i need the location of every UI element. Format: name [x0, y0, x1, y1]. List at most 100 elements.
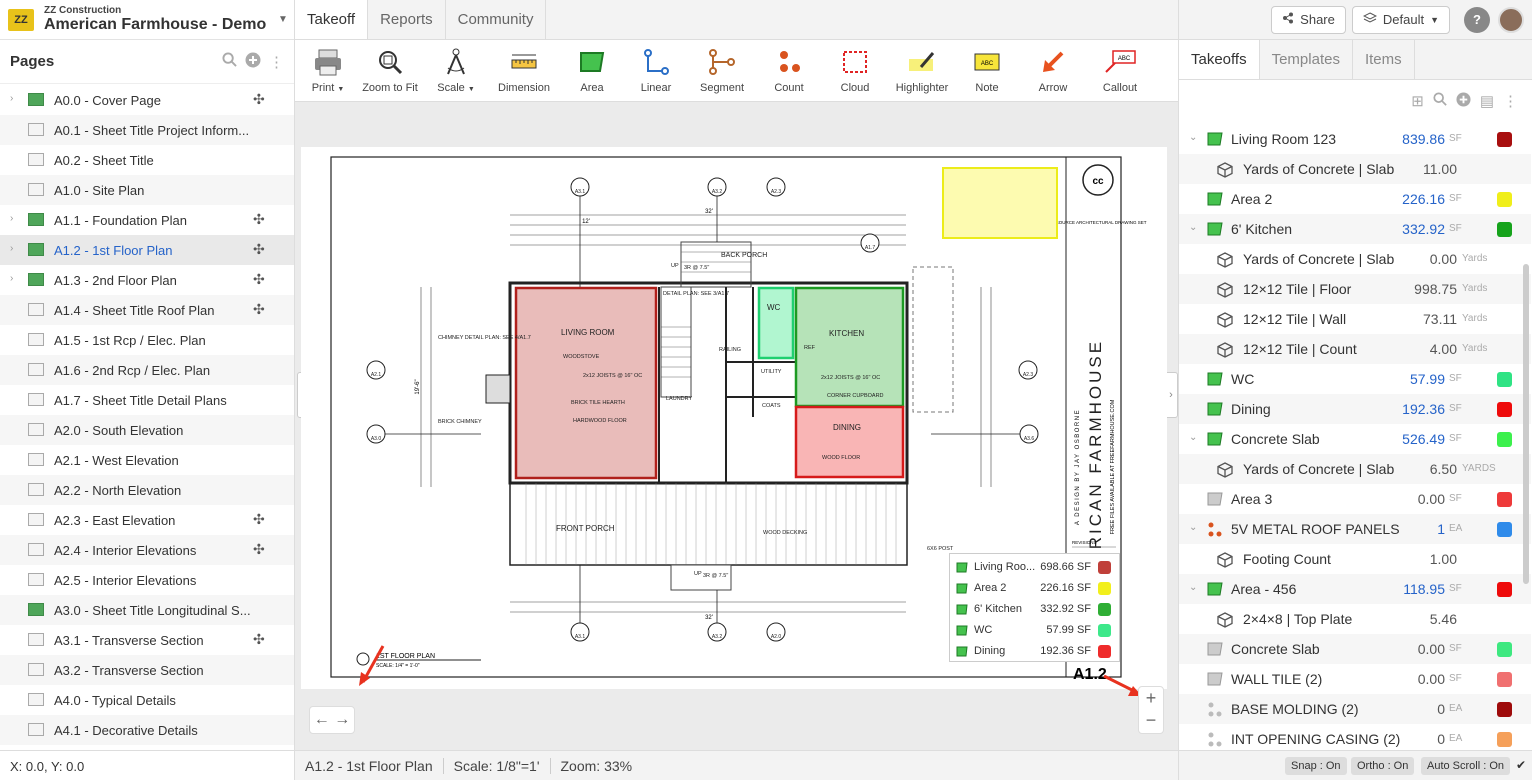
tab-takeoffs[interactable]: Takeoffs	[1179, 40, 1260, 79]
tool-segment[interactable]: Segment	[689, 46, 755, 94]
page-item[interactable]: A2.4 - Interior Elevations✣	[0, 535, 294, 565]
color-swatch[interactable]	[1497, 522, 1512, 537]
chevron-right-icon[interactable]: ›	[10, 93, 14, 104]
tool-print[interactable]: Print ▼	[295, 46, 361, 94]
tool-area[interactable]: Area	[559, 46, 625, 94]
move-icon[interactable]: ✣	[253, 541, 265, 557]
tool-scale[interactable]: Scale ▼	[423, 46, 489, 94]
tab-takeoff[interactable]: Takeoff	[295, 0, 369, 39]
color-swatch[interactable]	[1497, 642, 1512, 657]
ortho-toggle[interactable]: Ortho : On	[1351, 757, 1415, 775]
page-item[interactable]: ›A0.0 - Cover Page✣	[0, 85, 294, 115]
tool-cloud[interactable]: Cloud	[822, 46, 888, 94]
color-swatch[interactable]	[1497, 732, 1512, 747]
move-icon[interactable]: ✣	[253, 301, 265, 317]
tab-community[interactable]: Community	[446, 0, 547, 39]
project-dropdown-icon[interactable]: ▼	[278, 14, 288, 25]
color-swatch[interactable]	[1497, 132, 1512, 147]
tab-reports[interactable]: Reports	[368, 0, 446, 39]
dining-area[interactable]	[794, 405, 905, 479]
living-room-area[interactable]	[514, 286, 658, 480]
page-item[interactable]: A0.2 - Sheet Title	[0, 145, 294, 175]
next-page-icon[interactable]: →	[334, 711, 351, 728]
tool-highlighter[interactable]: Highlighter	[889, 46, 955, 94]
add-page-icon[interactable]	[245, 52, 261, 72]
hierarchy-icon[interactable]: ⊞	[1411, 93, 1424, 110]
prev-page-icon[interactable]: ←	[313, 711, 330, 728]
add-takeoff-icon[interactable]	[1456, 91, 1471, 111]
page-item[interactable]: A1.4 - Sheet Title Roof Plan✣	[0, 295, 294, 325]
page-item[interactable]: A2.0 - South Elevation	[0, 415, 294, 445]
search-icon[interactable]	[1433, 92, 1447, 110]
page-item[interactable]: A3.2 - Transverse Section	[0, 655, 294, 685]
color-swatch[interactable]	[1497, 492, 1512, 507]
move-icon[interactable]: ✣	[253, 271, 265, 287]
page-item[interactable]: A4.0 - Typical Details	[0, 685, 294, 715]
chevron-down-icon[interactable]: ⌄	[1189, 582, 1198, 593]
page-item[interactable]: A0.1 - Sheet Title Project Inform...	[0, 115, 294, 145]
chevron-down-icon[interactable]: ⌄	[1189, 222, 1198, 233]
chevron-right-icon[interactable]: ›	[10, 243, 14, 254]
auto-scroll-toggle[interactable]: Auto Scroll : On	[1421, 757, 1511, 775]
tool-count[interactable]: Count	[756, 46, 822, 94]
color-swatch[interactable]	[1497, 402, 1512, 417]
page-item[interactable]: A1.6 - 2nd Rcp / Elec. Plan	[0, 355, 294, 385]
zoom-in-button[interactable]: +	[1145, 688, 1157, 708]
page-nav-arrows[interactable]: ← →	[309, 706, 355, 734]
more-vertical-icon[interactable]: ⋮	[1503, 93, 1518, 110]
search-icon[interactable]	[222, 52, 237, 71]
page-item[interactable]: ›A1.2 - 1st Floor Plan✣	[0, 235, 294, 265]
color-swatch[interactable]	[1497, 582, 1512, 597]
move-icon[interactable]: ✣	[253, 511, 265, 527]
help-icon[interactable]: ?	[1464, 6, 1490, 33]
tool-zoom-to-fit[interactable]: Zoom to Fit	[357, 46, 423, 94]
color-swatch[interactable]	[1497, 192, 1512, 207]
avatar[interactable]	[1498, 6, 1524, 33]
chevron-down-icon[interactable]: ⌄	[1189, 522, 1198, 533]
page-item[interactable]: A1.5 - 1st Rcp / Elec. Plan	[0, 325, 294, 355]
takeoff-scrollbar[interactable]	[1523, 264, 1529, 584]
table-view-icon[interactable]: ▤	[1479, 93, 1494, 110]
page-item[interactable]: A3.0 - Sheet Title Longitudinal S...	[0, 595, 294, 625]
tool-dimension[interactable]: Dimension	[491, 46, 557, 94]
area-2-highlight[interactable]	[942, 167, 1058, 239]
move-icon[interactable]: ✣	[253, 631, 265, 647]
tab-templates[interactable]: Templates	[1260, 40, 1353, 79]
color-swatch[interactable]	[1497, 372, 1512, 387]
move-icon[interactable]: ✣	[253, 241, 265, 257]
page-item[interactable]: A1.7 - Sheet Title Detail Plans	[0, 385, 294, 415]
page-item[interactable]: A2.5 - Interior Elevations	[0, 565, 294, 595]
page-item[interactable]: A2.2 - North Elevation	[0, 475, 294, 505]
page-item[interactable]: A1.0 - Site Plan	[0, 175, 294, 205]
chevron-right-icon[interactable]: ›	[10, 273, 14, 284]
page-item[interactable]: ›A1.3 - 2nd Floor Plan✣	[0, 265, 294, 295]
move-icon[interactable]: ✣	[253, 211, 265, 227]
snap-toggle[interactable]: Snap : On	[1285, 757, 1347, 775]
chevron-down-icon[interactable]: ⌄	[1189, 432, 1198, 443]
color-swatch[interactable]	[1497, 222, 1512, 237]
tab-items[interactable]: Items	[1353, 40, 1415, 79]
page-item[interactable]: ›A1.1 - Foundation Plan✣	[0, 205, 294, 235]
zoom-out-button[interactable]: −	[1145, 710, 1157, 730]
page-item[interactable]: A4.1 - Decorative Details	[0, 715, 294, 745]
